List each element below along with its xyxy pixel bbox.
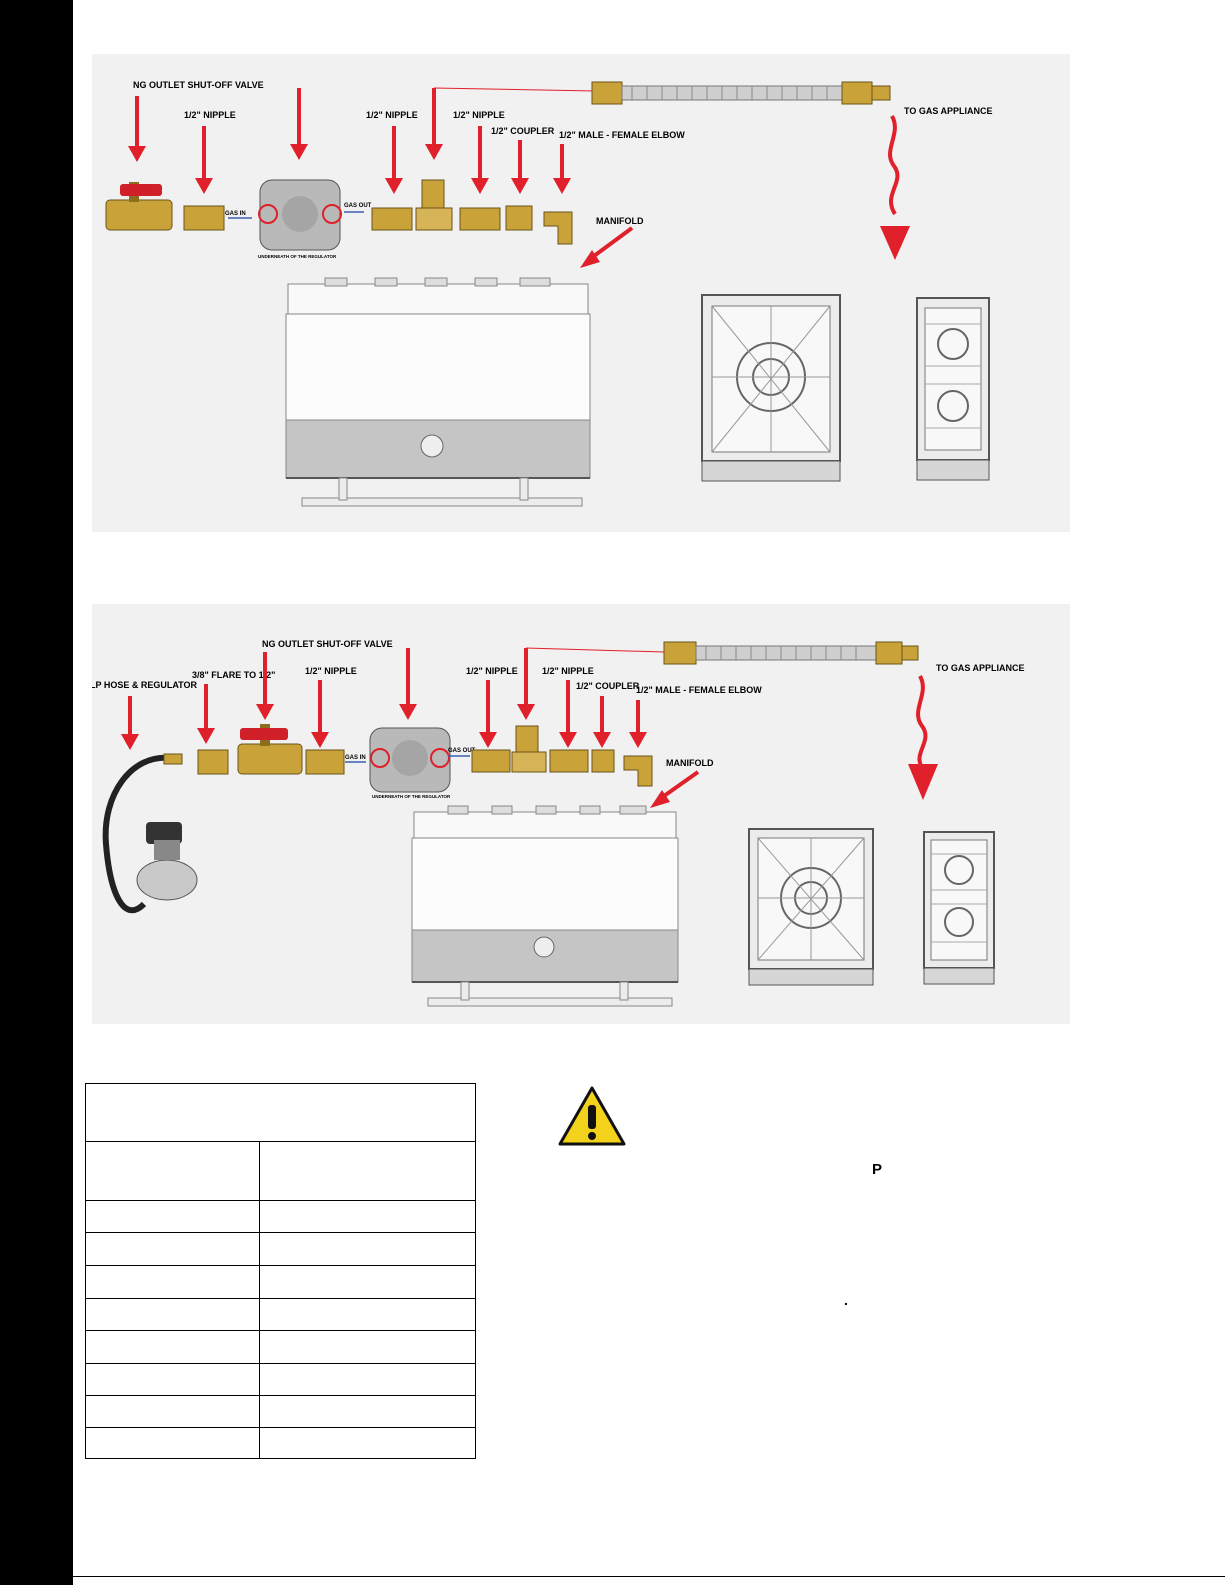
ng-elbow	[543, 211, 573, 245]
spec-table	[85, 1083, 476, 1459]
table-row-divider	[86, 1330, 475, 1331]
bottom-rule	[73, 1576, 1225, 1577]
table-row-divider	[86, 1427, 475, 1428]
lp-coupler	[591, 749, 615, 773]
table-row-divider	[86, 1232, 475, 1233]
label-lp-hose: LP HOSE & REGULATOR	[92, 680, 198, 690]
lp-manifold	[411, 805, 679, 1007]
side-bar	[0, 0, 73, 1585]
label-to-appliance-lp: TO GAS APPLIANCE	[936, 663, 1025, 673]
label-nipple-1-lp: 1/2" NIPPLE	[305, 666, 357, 676]
lp-tee	[511, 725, 547, 773]
spec-table-column-divider	[259, 1141, 260, 1458]
warning-text-fragment: P	[872, 1161, 883, 1178]
ng-regulator	[258, 179, 342, 251]
ng-coupler	[505, 205, 533, 231]
lp-nipple-2	[471, 749, 511, 773]
lp-nipple-3	[549, 749, 589, 773]
table-row-divider	[86, 1200, 475, 1201]
label-elbow-lp: 1/2" MALE - FEMALE ELBOW	[636, 685, 762, 695]
ng-double-burner	[916, 297, 990, 481]
warning-dot: .	[844, 1292, 848, 1308]
lp-flare	[197, 749, 229, 775]
lp-arrows	[121, 648, 700, 808]
label-manifold: MANIFOLD	[596, 216, 644, 226]
table-row-divider	[86, 1363, 475, 1364]
diagram-lp: NG OUTLET SHUT-OFF VALVE 3/8" FLARE TO 1…	[90, 639, 1025, 1007]
label-gas-in-lp: GAS IN	[345, 755, 366, 761]
ng-manifold	[285, 277, 591, 507]
label-to-appliance: TO GAS APPLIANCE	[904, 106, 993, 116]
lp-double-burner	[923, 831, 995, 985]
lp-single-burner	[748, 828, 874, 986]
lp-nipple-1	[305, 749, 345, 775]
table-row-divider	[86, 1298, 475, 1299]
label-nipple-1: 1/2" NIPPLE	[184, 110, 236, 120]
label-gas-out-lp: GAS OUT	[448, 748, 476, 754]
ng-tee	[415, 179, 453, 231]
ng-shutoff-valve	[105, 182, 173, 231]
ng-single-burner	[701, 294, 841, 482]
warning-icon	[557, 1085, 627, 1152]
ng-nipple-1	[183, 205, 225, 231]
label-coupler-lp: 1/2" COUPLER	[576, 681, 640, 691]
label-nipple-2-lp: 1/2" NIPPLE	[466, 666, 518, 676]
diagram-ng-panel: NG OUTLET SHUT-OFF VALVE 1/2" NIPPLE 1/2…	[92, 54, 1070, 532]
lp-hose-regulator	[102, 753, 198, 914]
label-regulator-note: UNDERNEATH OF THE REGULATOR	[258, 254, 337, 259]
label-regulator-note-lp: UNDERNEATH OF THE REGULATOR	[372, 794, 451, 799]
spec-table-header	[86, 1084, 475, 1142]
lp-elbow	[623, 755, 653, 787]
table-row-divider	[86, 1395, 475, 1396]
label-nipple-2: 1/2" NIPPLE	[366, 110, 418, 120]
ng-nipple-2	[371, 207, 413, 231]
lp-shutoff-valve	[237, 724, 303, 775]
diagram-ng: NG OUTLET SHUT-OFF VALVE 1/2" NIPPLE 1/2…	[105, 80, 993, 507]
label-elbow: 1/2" MALE - FEMALE ELBOW	[559, 130, 685, 140]
ng-nipple-3	[459, 207, 501, 231]
label-shutoff-valve: NG OUTLET SHUT-OFF VALVE	[133, 80, 264, 90]
diagram-lp-panel: NG OUTLET SHUT-OFF VALVE 3/8" FLARE TO 1…	[90, 604, 1070, 1024]
label-coupler: 1/2" COUPLER	[491, 126, 555, 136]
ng-arrows	[128, 88, 634, 268]
label-nipple-3: 1/2" NIPPLE	[453, 110, 505, 120]
label-shutoff-valve-lp: NG OUTLET SHUT-OFF VALVE	[262, 639, 393, 649]
label-manifold-lp: MANIFOLD	[666, 758, 714, 768]
lp-regulator	[369, 727, 451, 793]
label-nipple-3-lp: 1/2" NIPPLE	[542, 666, 594, 676]
label-gas-out: GAS OUT	[344, 203, 372, 209]
label-flare: 3/8" FLARE TO 1/2"	[192, 670, 275, 680]
label-gas-in: GAS IN	[225, 211, 246, 217]
table-row-divider	[86, 1265, 475, 1266]
lp-flex-hose	[663, 641, 919, 665]
ng-flex-hose	[591, 81, 891, 105]
